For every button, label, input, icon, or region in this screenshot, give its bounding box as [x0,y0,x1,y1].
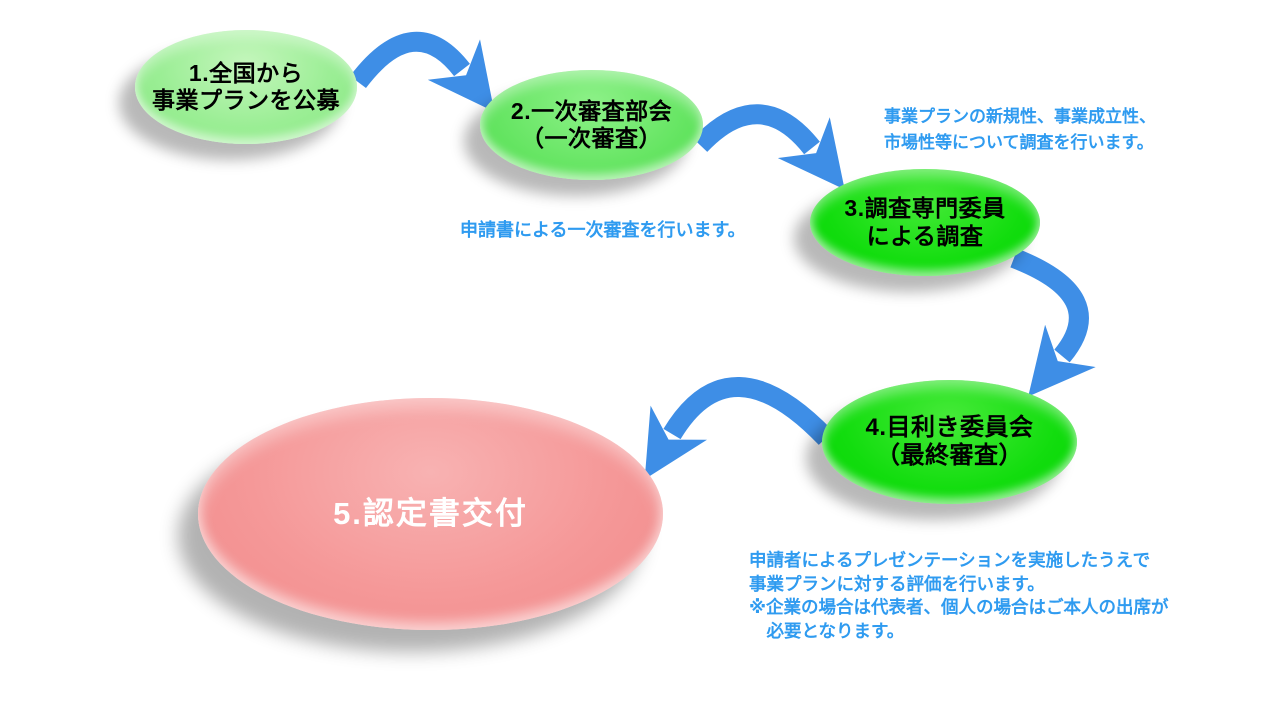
node-step-1: 1.全国から 事業プランを公募 [135,30,357,144]
node-step-3: 3.調査専門委員 による調査 [810,169,1040,276]
note-first-screening-description: 申請書による一次審査を行います。 [460,218,746,242]
arrow-step1-to-step2 [350,31,495,112]
node-step-1-label-line2: 事業プランを公募 [152,87,340,113]
node-step-2-label-line2: （一次審査） [521,125,662,151]
note-final-line4: 必要となります。 [749,620,905,641]
note-final-review-description: 申請者によるプレゼンテーションを実施したうえで 事業プランに対する評価を行います… [749,549,1169,643]
node-step-4-label-line1: 4.目利き委員会 [865,413,1034,441]
note-survey-line1: 事業プランの新規性、事業成立性、 [884,107,1156,126]
node-step-4-label-line2: （最終審査） [876,442,1023,469]
note-first-screening-line1: 申請書による一次審査を行います。 [460,220,746,240]
node-step-3-label-line2: による調査 [866,222,984,249]
note-survey-line2: 市場性等について調査を行います。 [884,133,1154,152]
note-survey-description: 事業プランの新規性、事業成立性、 市場性等について調査を行います。 [884,104,1156,156]
node-step-5-label: 5.認定書交付 [333,495,528,531]
node-step-1-label-line1: 1.全国から [188,59,304,86]
note-final-line2: 事業プランに対する評価を行います。 [749,573,1045,594]
node-step-4: 4.目利き委員会 （最終審査） [822,380,1077,504]
node-step-2-label-line1: 2.一次審査部会 [510,97,673,124]
node-step-2: 2.一次審査部会 （一次審査） [480,70,703,180]
note-final-line3: ※企業の場合は代表者、個人の場合はご本人の出席が [749,597,1169,617]
arrow-step3-to-step4 [1010,248,1096,397]
arrow-step2-to-step3 [692,104,845,190]
note-final-line1: 申請者によるプレゼンテーションを実施したうえで [749,550,1151,570]
node-step-5: 5.認定書交付 [198,398,663,630]
node-step-3-label-line1: 3.調査専門委員 [844,195,1006,222]
arrow-step4-to-step5 [644,377,834,480]
